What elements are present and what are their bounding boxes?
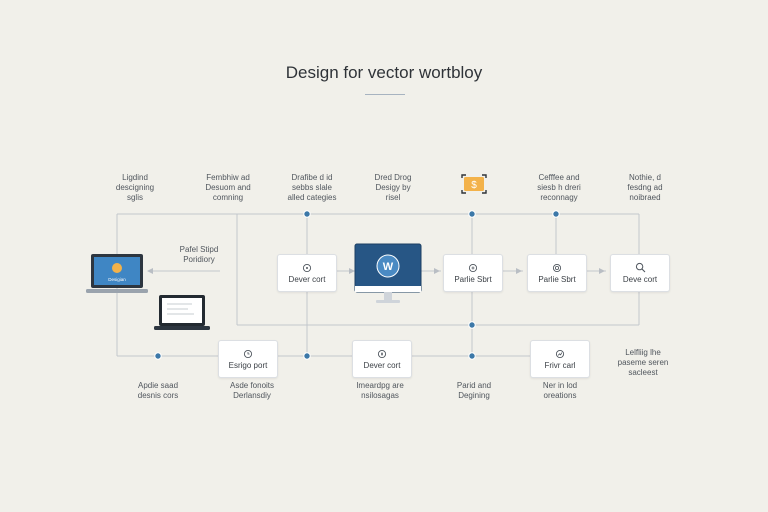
laptop-screen-label: Desigian (108, 277, 126, 282)
top-label-4: Dred Drog Desigy by risel (374, 173, 412, 202)
clock-icon (243, 349, 253, 358)
arrow-1 (349, 268, 355, 274)
circle-icon (302, 263, 312, 272)
title-underline (365, 94, 405, 95)
chart-icon (555, 349, 565, 358)
top-label-5: Cefffee and siesb h dreri reconnagy (537, 173, 581, 202)
bottom-label-2: Asde fonoits Derlansdiy (229, 381, 275, 400)
arrow-4 (599, 268, 605, 274)
top-label-6: Nothie, d fesdng ad noibraed (627, 173, 663, 202)
compass-icon (377, 349, 387, 358)
card-label: Esrigo port (228, 360, 268, 370)
node-dot (468, 210, 476, 218)
card-parlie-sbrt-2[interactable]: Parlie Sbrt (527, 254, 587, 292)
bottom-label-1: Apdie saad desnis cors (137, 381, 179, 400)
card-dever-cort-2[interactable]: Dever cort (352, 340, 412, 378)
bottom-label-4: Parid and Degining (456, 381, 492, 400)
card-deve-cort[interactable]: Deve cort (610, 254, 670, 292)
card-frivr-carl[interactable]: Frivr carl (530, 340, 590, 378)
target-icon (468, 263, 478, 272)
bottom-label-5: Ner in lod oreations (542, 381, 578, 400)
side-label: Pafel Stipd Poridiory (179, 245, 219, 264)
card-label: Dever cort (288, 274, 326, 284)
card-label: Dever cort (363, 360, 401, 370)
payment-badge-icon: $ (461, 174, 487, 194)
node-dot (303, 352, 311, 360)
arrow-2 (434, 268, 440, 274)
diagram-title: Design for vector wortbloy (285, 63, 483, 82)
search-icon (635, 262, 645, 273)
card-label: Parlie Sbrt (538, 274, 576, 284)
design-monitor-icon: W (354, 243, 422, 303)
node-dot (552, 210, 560, 218)
card-label: Frivr carl (544, 360, 576, 370)
settings-icon (552, 263, 562, 272)
node-dot (303, 210, 311, 218)
laptop-secondary-icon (154, 295, 210, 330)
laptop-primary-icon: Desigian (86, 254, 148, 293)
top-label-1: Ligdind descigning sglis (115, 173, 155, 202)
node-dot (468, 321, 476, 329)
node-dot (468, 352, 476, 360)
node-dot (154, 352, 162, 360)
bottom-label-6: Lelfliig lhe paseme seren sacleest (617, 348, 669, 377)
top-label-3: Drafibe d id sebbs slale alled categies (287, 173, 337, 202)
arrow-3 (516, 268, 522, 274)
bottom-label-3: Imeardpg are nsilosagas (356, 381, 404, 400)
card-label: Parlie Sbrt (454, 274, 492, 284)
badge-glyph: $ (471, 180, 477, 191)
card-parlie-sbrt-1[interactable]: Parlie Sbrt (443, 254, 503, 292)
monitor-glyph: W (383, 261, 394, 273)
card-esrigo-port[interactable]: Esrigo port (218, 340, 278, 378)
arrow-left (147, 268, 153, 274)
top-label-2: Fembhiw ad Desuom and comning (205, 173, 251, 202)
card-label: Deve cort (622, 275, 658, 284)
card-dever-cort[interactable]: Dever cort (277, 254, 337, 292)
